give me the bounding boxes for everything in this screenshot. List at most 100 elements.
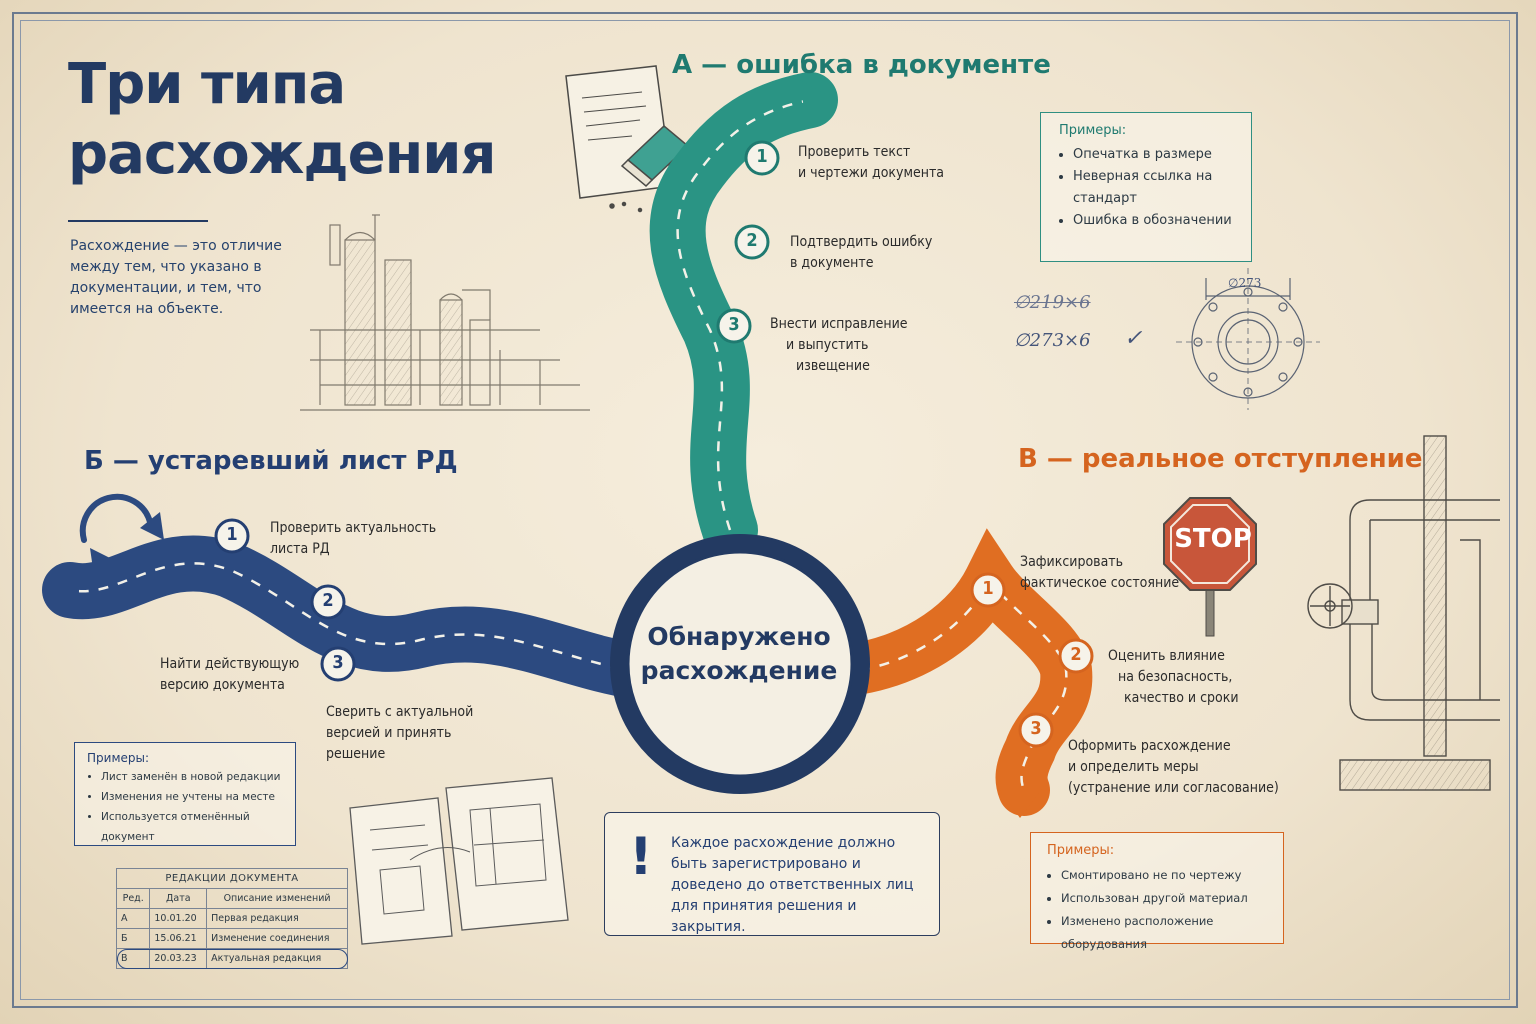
road-a — [649, 72, 838, 558]
table-header: Дата — [149, 888, 208, 909]
correct-dimension-text: ∅273×6 — [1014, 330, 1091, 351]
blueprint-sheets-icon — [349, 777, 569, 945]
examples-title-v: Примеры: — [1047, 843, 1115, 858]
step-a3-line3: извещение — [796, 358, 870, 374]
table-cell: Изменение соединения — [206, 928, 348, 949]
step-b2-text: Найти действующую версию документа — [160, 654, 299, 696]
step-b1-line1: Проверить актуальность — [270, 520, 437, 536]
step-a2-text: Подтвердить ошибку в документе — [790, 232, 932, 274]
step-b3-line3: решение — [326, 746, 386, 762]
intro-text: Расхождение — это отличие между тем, что… — [70, 238, 282, 317]
outer-border — [12, 12, 1518, 1008]
example-a-item: Опечатка в размере — [1073, 144, 1241, 166]
example-b-item: Используется отменённый документ — [101, 807, 287, 847]
table-cell: Актуальная редакция — [206, 948, 348, 969]
table-cell: Первая редакция — [206, 908, 348, 929]
examples-box-a: Примеры: Опечатка в размере Неверная ссы… — [1040, 112, 1252, 262]
step-badge — [716, 140, 780, 344]
step-a3-line1: Внести исправление — [770, 316, 908, 332]
table-row-current: В 20.03.23 Актуальная редакция — [115, 948, 348, 969]
step-b1-line2: листа РД — [270, 541, 330, 557]
step-a2-line1: Подтвердить ошибку — [790, 234, 933, 250]
center-label-line2: расхождение — [640, 656, 838, 685]
step-a2-line2: в документе — [790, 255, 874, 271]
page-title-line1: Три типа — [68, 52, 346, 117]
step-a1-text: Проверить текст и чертежи документа — [798, 142, 944, 184]
table-cell: А — [115, 908, 151, 929]
step-v2-line2: на безопасность, — [1118, 669, 1233, 685]
step-v1-line1: Зафиксировать — [1020, 554, 1124, 570]
examples-box-b: Примеры: Лист заменён в новой редакции И… — [74, 742, 296, 846]
table-header: Ред. — [115, 888, 151, 909]
page-title-line2: расхождения — [68, 122, 496, 187]
step-badge — [214, 518, 356, 682]
step-number-a3: 3 — [728, 314, 740, 335]
document-eraser-icon — [565, 65, 690, 213]
title-underline — [68, 220, 208, 222]
revision-table-caption: РЕДАКЦИИ ДОКУМЕНТА — [116, 868, 348, 889]
road-b — [42, 535, 668, 700]
step-b1-text: Проверить актуальность листа РД — [270, 518, 436, 560]
table-cell: 15.06.21 — [149, 928, 208, 949]
step-number-b1: 1 — [226, 524, 238, 545]
check-mark-icon: ✓ — [1124, 326, 1143, 351]
table-cell: В — [115, 948, 151, 969]
example-v-item: Смонтировано не по чертежу — [1061, 864, 1275, 887]
step-v3-line3: (устранение или согласование) — [1068, 780, 1279, 796]
example-a-item: Неверная ссылка на стандарт — [1073, 166, 1241, 210]
table-row: А 10.01.20 Первая редакция — [115, 908, 348, 929]
table-cell: 20.03.23 — [149, 948, 208, 969]
heading-v: В — реальное отступление — [1018, 444, 1423, 474]
step-number-v1: 1 — [982, 578, 994, 599]
table-cell: Б — [115, 928, 151, 949]
step-v2-text: Оценить влияние на безопасность, качеств… — [1108, 646, 1239, 709]
exclamation-icon: ! — [629, 827, 653, 887]
center-circle — [610, 534, 870, 794]
factory-sketch-icon — [300, 214, 590, 411]
step-a1-line1: Проверить текст — [798, 144, 911, 160]
step-a3-text: Внести исправление и выпустить извещение — [770, 314, 908, 377]
step-v3-text: Оформить расхождение и определить меры (… — [1068, 736, 1279, 799]
step-v1-text: Зафиксировать фактическое состояние — [1020, 552, 1179, 594]
step-a3-line2: и выпустить — [786, 337, 869, 353]
table-row: Б 15.06.21 Изменение соединения — [115, 928, 348, 949]
step-number-b2: 2 — [322, 590, 334, 611]
step-b3-text: Сверить с актуальной версией и принять р… — [326, 702, 473, 765]
table-cell: 10.01.20 — [149, 908, 208, 929]
step-a1-line2: и чертежи документа — [798, 165, 945, 181]
flange-dimension-label: ∅273 — [1228, 276, 1262, 290]
examples-box-v: Примеры: Смонтировано не по чертежу Испо… — [1030, 832, 1284, 951]
examples-title-a: Примеры: — [1059, 123, 1127, 138]
step-number-v3: 3 — [1030, 718, 1042, 739]
examples-title-b: Примеры: — [87, 751, 150, 765]
road-v — [824, 528, 1093, 818]
step-v2-line3: качество и сроки — [1124, 690, 1239, 706]
step-b2-line1: Найти действующую — [160, 656, 300, 672]
example-v-item: Использован другой материал — [1061, 887, 1275, 910]
step-number-b3: 3 — [332, 652, 344, 673]
step-v3-line2: и определить меры — [1068, 759, 1199, 775]
heading-b: Б — устаревший лист РД — [84, 446, 458, 476]
table-header: Описание изменений — [206, 888, 348, 909]
pipeline-valve-icon — [1307, 435, 1500, 791]
step-v2-line1: Оценить влияние — [1108, 648, 1225, 664]
flange-drawing-icon — [1176, 268, 1320, 410]
center-label: Обнаружено расхождение — [634, 620, 844, 688]
step-v1-line2: фактическое состояние — [1020, 575, 1180, 591]
step-badge — [970, 572, 1094, 748]
step-number-a1: 1 — [756, 146, 768, 167]
stop-sign-icon — [1163, 497, 1257, 637]
note-text: Каждое расхождение должно быть зарегистр… — [671, 835, 914, 935]
note-box: ! Каждое расхождение должно быть зарегис… — [604, 812, 940, 936]
step-number-v2: 2 — [1070, 644, 1082, 665]
example-a-item: Ошибка в обозначении — [1073, 210, 1241, 232]
inner-border — [20, 20, 1510, 1000]
wrong-dimension-text: ∅219×6 — [1014, 292, 1091, 313]
step-b2-line2: версию документа — [160, 677, 285, 693]
example-v-item: Изменено расположение оборудования — [1061, 910, 1275, 956]
example-b-item: Изменения не учтены на месте — [101, 787, 287, 807]
step-number-a2: 2 — [746, 230, 758, 251]
stop-sign-label: STOP — [1174, 524, 1252, 554]
